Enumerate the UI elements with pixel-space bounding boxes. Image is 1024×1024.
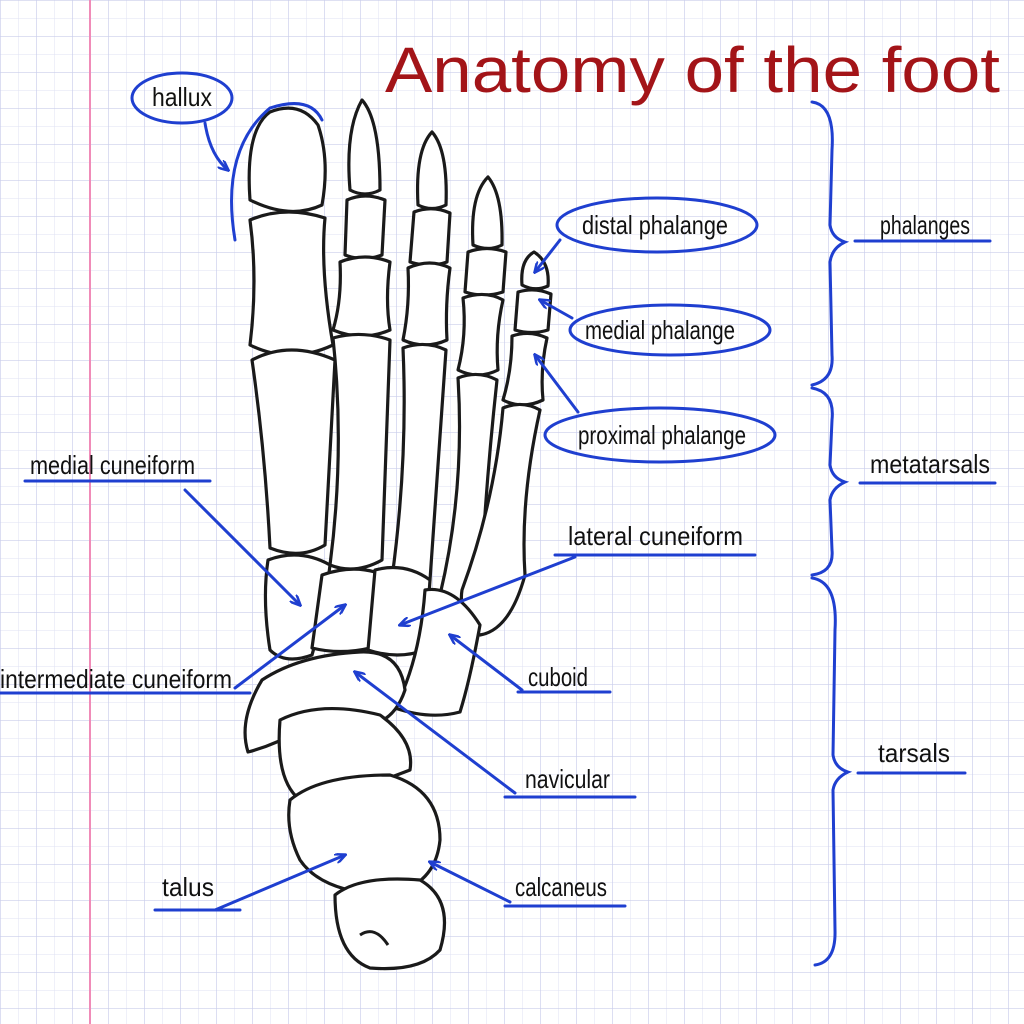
- tarsals-brace: [810, 576, 853, 967]
- calcaneus-detail: [359, 930, 390, 946]
- phalanges-brace: [810, 100, 850, 387]
- intermediate-cuneiform: [310, 567, 377, 654]
- foot-bones: [243, 98, 553, 971]
- hallux-bracket: [230, 102, 324, 242]
- group-label-metatarsals: metatarsals: [870, 449, 990, 479]
- cuboid: [393, 587, 482, 717]
- label-talus: talus: [162, 872, 214, 902]
- toe3-proximal: [401, 261, 452, 347]
- proximal-phalange-oval: [543, 406, 777, 464]
- lateral-cuneiform-arrow: [400, 555, 577, 625]
- distal-phalange-arrow: [535, 238, 562, 272]
- label-cuboid: cuboid: [528, 662, 588, 692]
- label-calcaneus: calcaneus: [515, 872, 607, 902]
- label-medial-cuneiform: medial cuneiform: [30, 450, 195, 480]
- toe4-proximal: [456, 292, 505, 377]
- medial-cuneiform-arrow: [183, 488, 300, 605]
- medial-phalange-arrow: [540, 300, 574, 320]
- group-label-phalanges: phalanges: [880, 210, 970, 240]
- metatarsal-2: [328, 332, 392, 571]
- label-navicular: navicular: [525, 764, 610, 794]
- metatarsals-brace: [810, 386, 850, 577]
- proximal-phalange-arrow: [535, 355, 580, 414]
- toe2-proximal: [331, 255, 392, 338]
- hallux-proximal-phalanx: [248, 210, 335, 357]
- medial-phalange-oval: [568, 303, 772, 357]
- intermediate-cuneiform-arrow: [233, 605, 345, 690]
- label-lateral-cuneiform: lateral cuneiform: [568, 521, 743, 551]
- toe5-proximal: [501, 331, 549, 407]
- label-hallux: hallux: [152, 82, 212, 112]
- calcaneus: [333, 877, 447, 971]
- cuboid-arrow: [450, 635, 524, 692]
- label-proximal-phalange: proximal phalange: [578, 420, 746, 450]
- toe2-medial: [343, 194, 387, 261]
- hallux-distal-phalanx: [247, 106, 327, 214]
- toe2-distal: [347, 98, 382, 196]
- label-intermediate-cuneiform: intermediate cuneiform: [0, 664, 232, 694]
- talus-arrow: [213, 855, 345, 912]
- distal-phalange-oval: [555, 196, 759, 254]
- label-medial-phalange: medial phalange: [585, 315, 735, 345]
- hallux-callout-oval: [130, 71, 234, 125]
- toe5-medial: [513, 288, 553, 335]
- group-label-tarsals: tarsals: [878, 738, 950, 768]
- toe3-medial: [408, 207, 452, 267]
- metatarsal-1: [250, 348, 337, 555]
- calcaneus-arrow: [430, 862, 512, 904]
- label-distal-phalange: distal phalange: [582, 210, 728, 240]
- diagram-title: Anatomy of the foot: [385, 34, 1000, 106]
- hallux-arrow: [203, 121, 228, 170]
- toe4-medial: [463, 246, 508, 297]
- navicular-arrow: [355, 672, 517, 795]
